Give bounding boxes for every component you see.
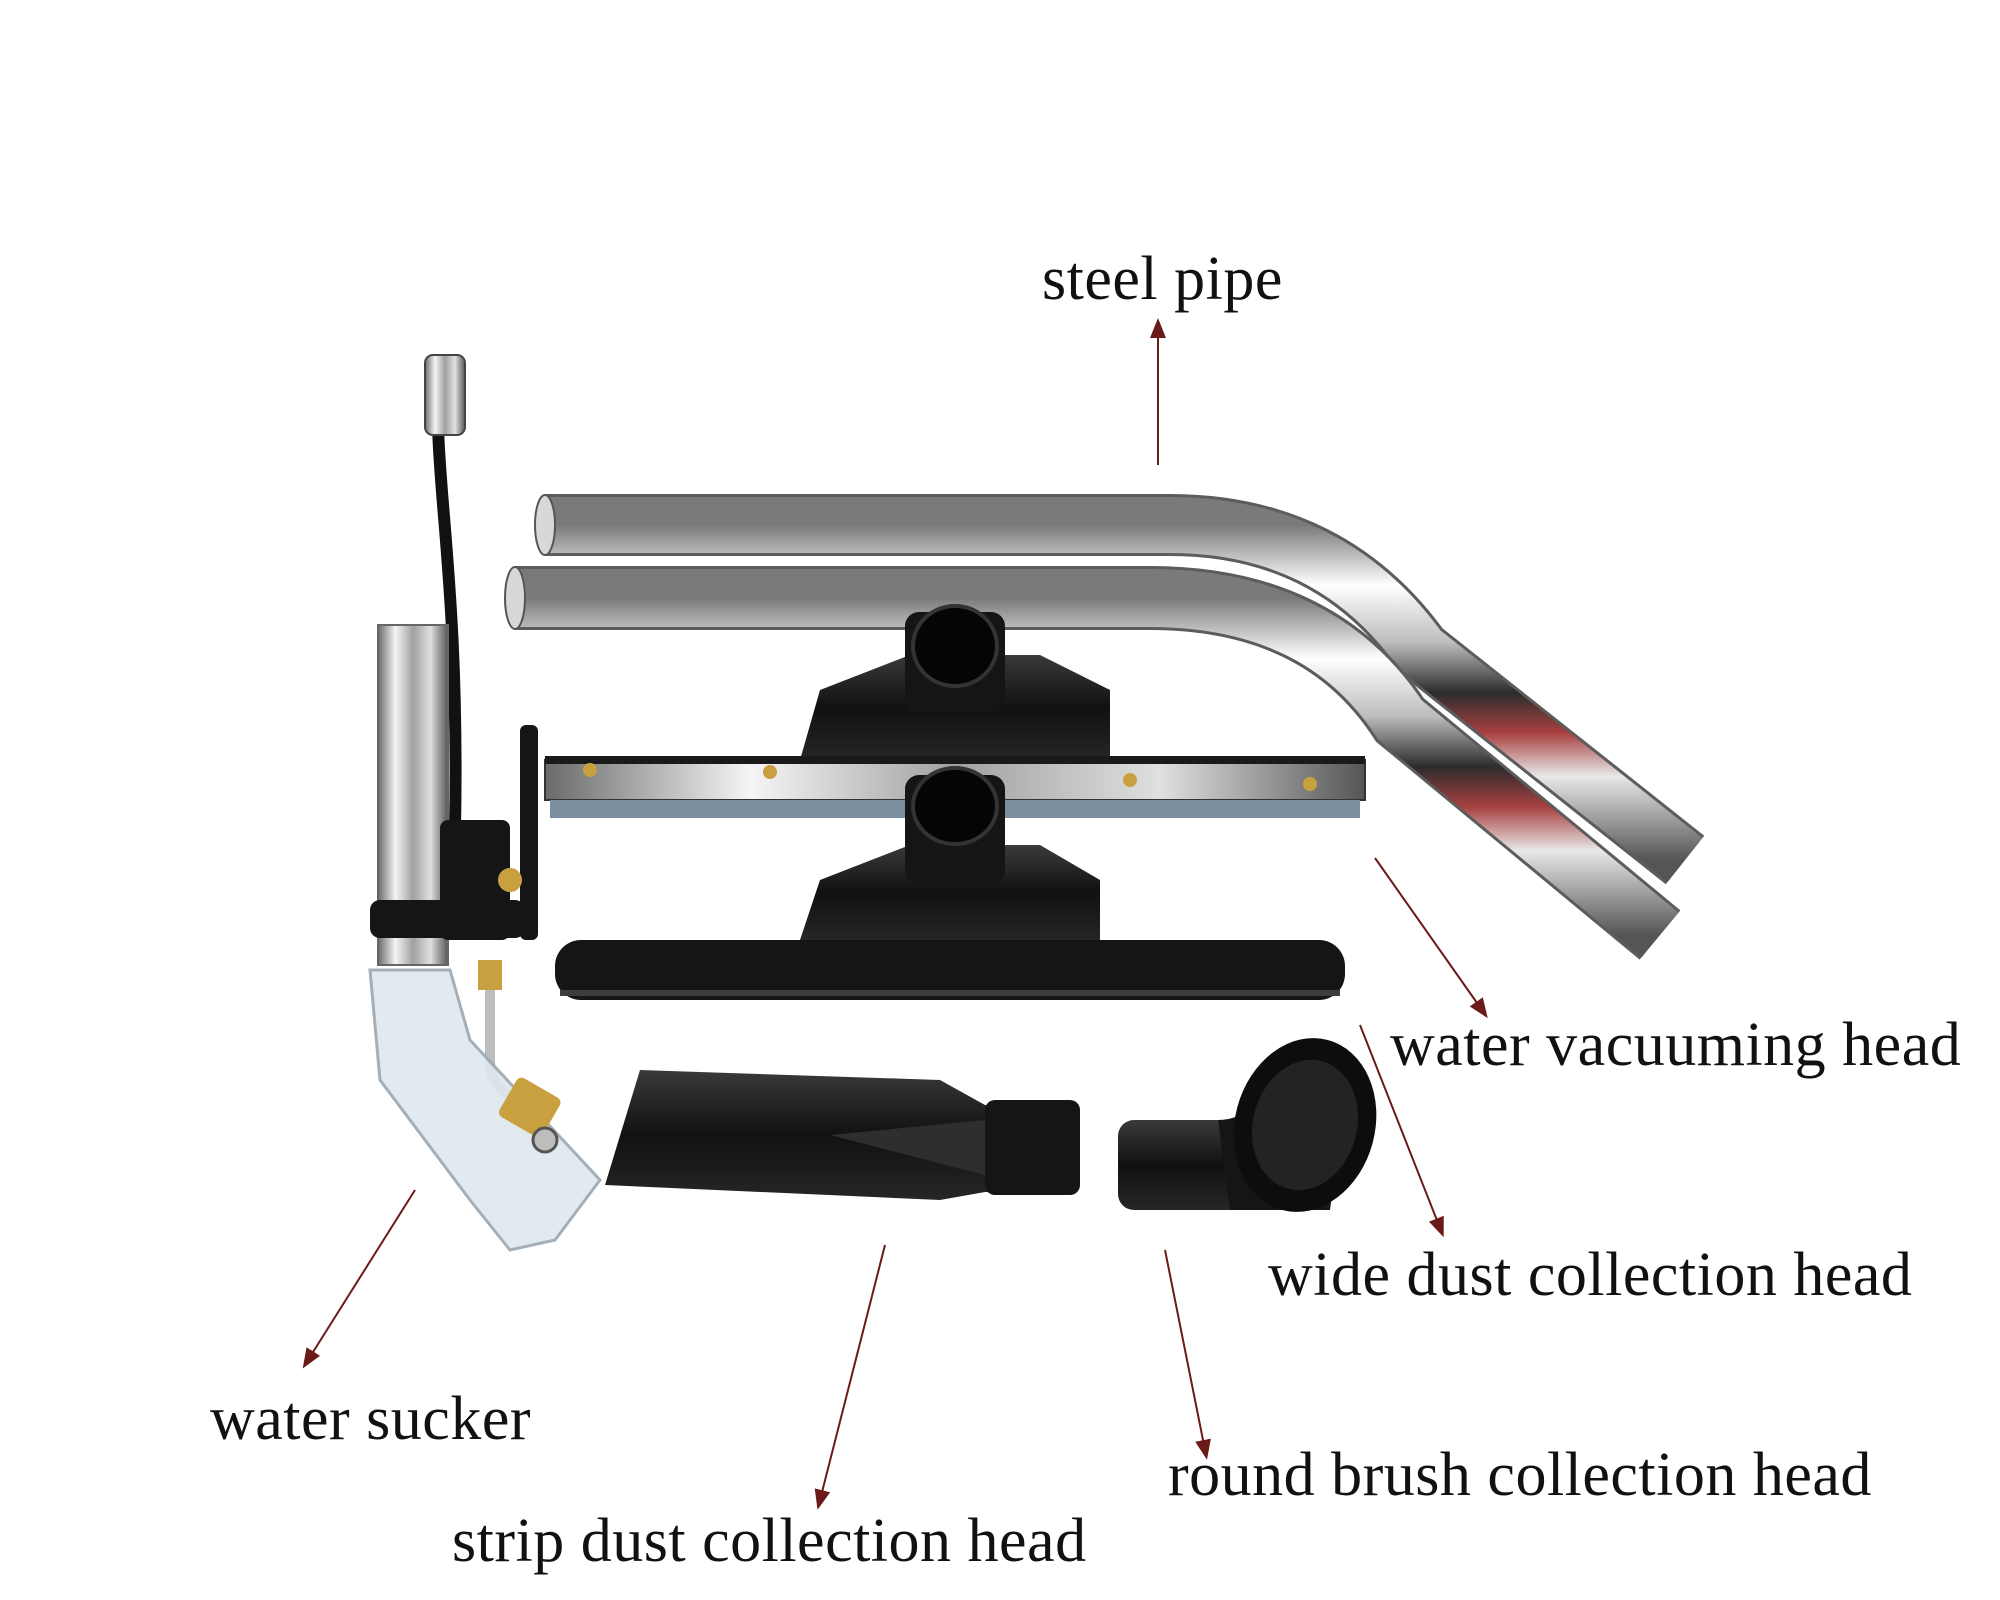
water-sucker	[368, 354, 602, 1252]
arrow-wide-dust-collection-head	[1359, 1024, 1444, 1238]
arrow-round-brush-collection-head	[1164, 1249, 1211, 1460]
steel-pipe	[504, 494, 1705, 960]
strip-dust-collection-head	[605, 1070, 1080, 1200]
label-steel-pipe: steel pipe	[1042, 245, 1283, 313]
round-brush-collection-head	[1118, 1038, 1377, 1212]
label-round-brush-collection-head: round brush collection head	[1168, 1441, 1872, 1509]
label-water-sucker: water sucker	[210, 1385, 531, 1453]
callout-arrows	[302, 318, 1488, 1510]
arrow-water-sucker	[302, 1189, 416, 1369]
label-water-vacuuming-head: water vacuuming head	[1390, 1011, 1962, 1079]
label-wide-dust-collection-head: wide dust collection head	[1268, 1241, 1913, 1309]
label-strip-dust-collection-head: strip dust collection head	[452, 1507, 1087, 1575]
arrow-strip-dust-collection-head	[814, 1244, 886, 1510]
wide-dust-collection-head	[555, 766, 1345, 1000]
arrow-water-vacuuming-head	[1374, 857, 1488, 1019]
